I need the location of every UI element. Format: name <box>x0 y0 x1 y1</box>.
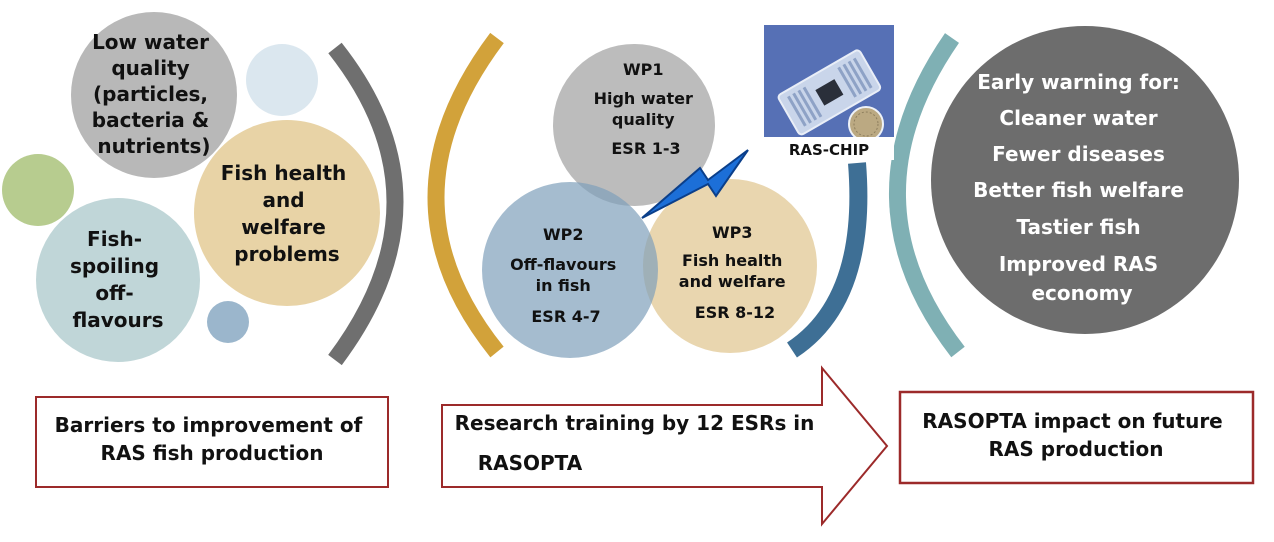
gold-arc <box>427 32 504 358</box>
ras-chip-image: RAS-CHIP <box>764 25 894 160</box>
low-water-quality-circle: Low water quality (particles, bacteria &… <box>71 12 237 178</box>
gray-arc <box>328 42 404 366</box>
svg-text:Low water quality: Low water quality (particles, bacteria &… <box>92 30 216 158</box>
research-training-arrow: Research training by 12 ESRs in RASOPTA <box>441 365 889 527</box>
wp3-circle: WP3 Fish health and welfare ESR 8-12 <box>643 179 817 353</box>
light-blue-bubble <box>246 44 318 116</box>
wp1-circle: WP1 High water quality ESR 1-3 <box>553 44 715 206</box>
svg-text:WP1 High water qua: WP1 High water quality ESR 1-3 <box>594 60 699 158</box>
blue-arc <box>786 162 868 358</box>
svg-text:Barriers to improvement of: Barriers to improvement of RAS fish prod… <box>55 413 370 465</box>
svg-text:WP2 Off-flavours i: WP2 Off-flavours in fish ESR 4-7 <box>510 225 622 326</box>
svg-text:RASOPTA impact on future: RASOPTA impact on future RAS production <box>922 409 1229 461</box>
off-flavours-circle: Fish- spoiling off- flavours <box>36 198 200 362</box>
svg-text:Fish health and we: Fish health and welfare problems <box>221 161 354 266</box>
impact-circle: Early warning for: Cleaner water Fewer d… <box>931 26 1239 334</box>
teal-arc <box>889 33 965 358</box>
small-blue-bubble <box>207 301 249 343</box>
barriers-caption-box: Barriers to improvement of RAS fish prod… <box>35 396 389 488</box>
impact-caption-box: RASOPTA impact on future RAS production <box>898 390 1255 485</box>
wp2-circle: WP2 Off-flavours in fish ESR 4-7 <box>482 182 658 358</box>
svg-text:WP3 Fish health an: WP3 Fish health and welfare ESR 8-12 <box>679 223 791 322</box>
lightning-bolt-icon <box>641 149 749 219</box>
green-bubble <box>2 154 74 226</box>
svg-text:Early warning for: Clean: Early warning for: Cleaner water Fewer d… <box>973 70 1191 305</box>
svg-text:Research training by 12 ESRs i: Research training by 12 ESRs in RASOPTA <box>455 411 822 475</box>
svg-text:Fish- spoiling off: Fish- spoiling off- flavours <box>70 227 166 332</box>
fish-health-circle: Fish health and welfare problems <box>194 120 380 306</box>
ras-chip-label: RAS-CHIP <box>789 141 869 159</box>
